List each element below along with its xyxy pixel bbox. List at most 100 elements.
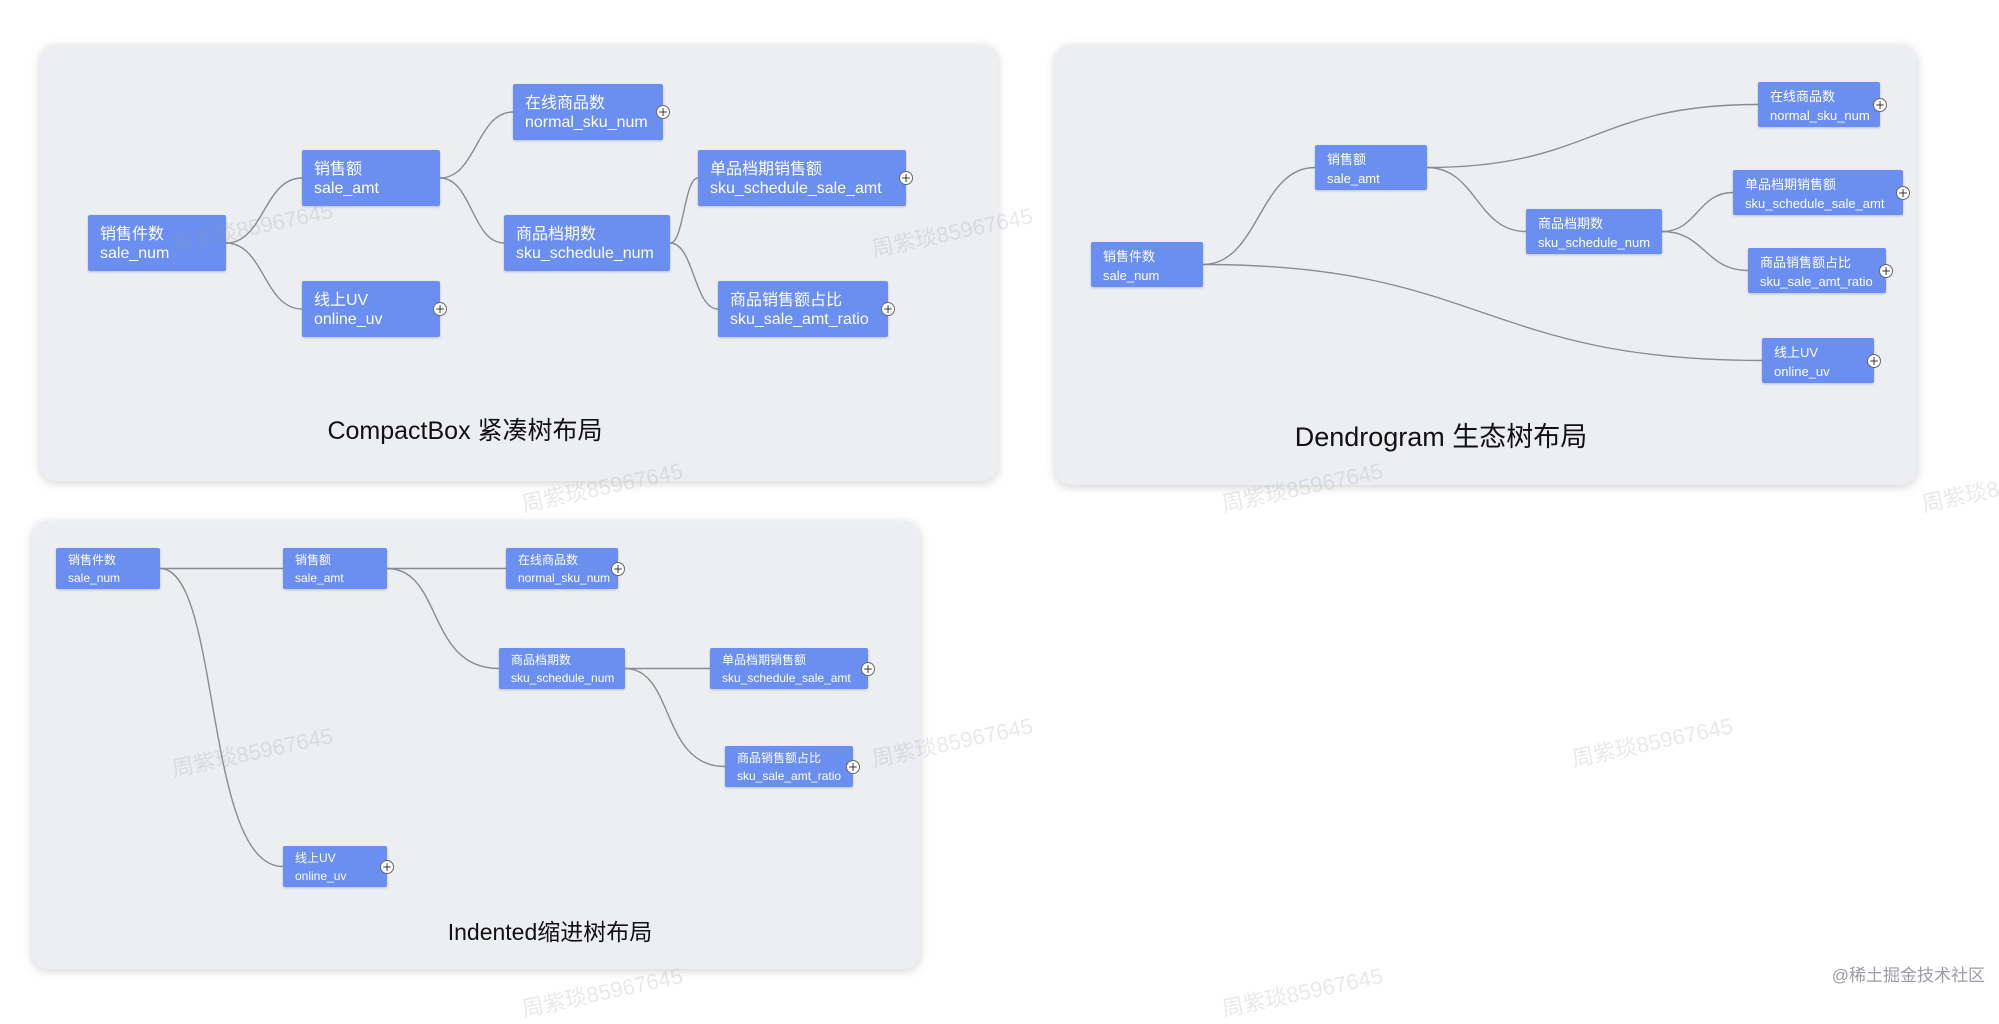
expand-plus-icon[interactable]: +: [899, 171, 913, 185]
node-label: 线上UV: [1774, 345, 1819, 360]
tree-link: [1661, 191, 1734, 233]
node-field-name: normal_sku_num: [518, 571, 611, 585]
node-field-name: sale_amt: [1327, 171, 1380, 186]
node-field-name: sku_sale_amt_ratio: [737, 769, 842, 783]
node-label: 在线商品数: [518, 553, 579, 567]
indented-links: [159, 567, 726, 868]
node-field-name: sale_num: [1103, 268, 1160, 283]
node-field-name: online_uv: [1774, 364, 1830, 379]
node-field-name: sale_num: [100, 245, 170, 262]
tree-link: [386, 567, 500, 670]
tree-node-online[interactable]: 在线商品数 normal_sku_num: [506, 548, 618, 589]
tree-node-single[interactable]: 单品档期销售额 sku_schedule_sale_amt: [698, 150, 906, 206]
tree-node-single[interactable]: 单品档期销售额 sku_schedule_sale_amt: [710, 648, 868, 689]
tree-node-single[interactable]: 单品档期销售额 sku_schedule_sale_amt: [1733, 170, 1903, 215]
node-field-name: online_uv: [295, 869, 347, 883]
tree-link: [225, 177, 303, 244]
node-label: 单品档期销售额: [710, 161, 823, 178]
tree-node-root[interactable]: 销售件数 sale_num: [88, 215, 226, 271]
tree-link: [1426, 166, 1527, 233]
node-field-name: normal_sku_num: [525, 114, 648, 131]
node-field-name: normal_sku_num: [1770, 108, 1870, 123]
node-label: 单品档期销售额: [1745, 177, 1837, 192]
expand-plus-icon[interactable]: +: [433, 302, 447, 316]
tree-node-schedule[interactable]: 商品档期数 sku_schedule_num: [504, 215, 670, 271]
node-field-name: sku_schedule_num: [516, 245, 654, 262]
footer-credit: @稀土掘金技术社区: [1831, 966, 1985, 985]
node-field-name: sale_num: [68, 571, 121, 585]
node-label: 商品销售额占比: [1760, 255, 1852, 270]
tree-link: [669, 177, 699, 244]
node-label: 销售额: [314, 161, 363, 178]
tree-node-root[interactable]: 销售件数 sale_num: [56, 548, 160, 589]
node-label: 线上UV: [314, 292, 369, 309]
dendrogram-caption: Dendrogram 生态树布局: [1294, 422, 1588, 452]
node-field-name: sale_amt: [314, 180, 379, 197]
expand-plus-icon[interactable]: +: [861, 661, 875, 676]
tree-link: [1202, 263, 1763, 362]
expand-plus-icon[interactable]: +: [1873, 97, 1887, 112]
dendrogram-tree-panel: Dendrogram 生态树布局 销售件数 sale_num 销售额 sale_amt…: [1055, 45, 1917, 485]
node-label: 销售件数: [100, 226, 165, 243]
compactbox-tree-panel: CompactBox 紧凑树布局 销售件数 sale_num 销售额 sale_amt…: [40, 45, 998, 481]
tree-link: [1202, 166, 1316, 266]
tree-node-sale-amt[interactable]: 销售额 sale_amt: [283, 548, 387, 589]
node-label: 销售件数: [1103, 249, 1156, 264]
expand-plus-icon[interactable]: +: [1896, 185, 1910, 200]
expand-plus-icon[interactable]: +: [1879, 263, 1893, 278]
expand-plus-icon[interactable]: +: [1867, 353, 1881, 368]
indented-tree-panel: Indented缩进树布局 销售件数 sale_num 销售额 sale_amt 在线商…: [32, 521, 920, 969]
node-field-name: sku_schedule_num: [1538, 235, 1651, 250]
tree-node-ratio[interactable]: 商品销售额占比 sku_sale_amt_ratio: [725, 746, 853, 787]
tree-node-online[interactable]: 在线商品数 normal_sku_num: [513, 84, 663, 140]
node-field-name: sale_amt: [295, 571, 344, 585]
node-field-name: sku_schedule_sale_amt: [710, 180, 882, 197]
expand-plus-icon[interactable]: +: [846, 759, 860, 774]
node-label: 商品档期数: [516, 226, 597, 243]
tree-link: [159, 567, 284, 868]
node-label: 商品档期数: [1538, 216, 1604, 231]
compactbox-caption: CompactBox 紧凑树布局: [327, 417, 603, 445]
tree-link: [1426, 103, 1759, 169]
watermark: 周紫琰85967645: [1219, 963, 1386, 1022]
node-field-name: online_uv: [314, 311, 383, 328]
node-label: 商品销售额占比: [737, 751, 822, 765]
node-field-name: sku_sale_amt_ratio: [1760, 274, 1873, 289]
node-label: 在线商品数: [1770, 89, 1836, 104]
tree-node-uv[interactable]: 线上UV online_uv: [1762, 338, 1874, 383]
expand-plus-icon[interactable]: +: [611, 561, 625, 576]
tree-node-online[interactable]: 在线商品数 normal_sku_num: [1758, 82, 1880, 127]
node-label: 单品档期销售额: [722, 653, 807, 667]
expand-plus-icon[interactable]: +: [380, 859, 394, 874]
tree-node-ratio[interactable]: 商品销售额占比 sku_sale_amt_ratio: [1748, 248, 1886, 293]
indented-caption: Indented缩进树布局: [447, 919, 653, 945]
node-label: 销售件数: [68, 553, 117, 567]
tree-link: [1661, 230, 1749, 272]
watermark: 周紫琰85967645: [1569, 713, 1736, 772]
tree-node-schedule[interactable]: 商品档期数 sku_schedule_num: [1526, 209, 1662, 254]
node-label: 线上UV: [295, 851, 336, 865]
node-label: 销售额: [295, 553, 332, 567]
tree-node-uv[interactable]: 线上UV online_uv: [283, 846, 387, 887]
node-field-name: sku_schedule_num: [511, 671, 615, 685]
expand-plus-icon[interactable]: +: [881, 302, 895, 316]
tree-link: [669, 242, 719, 310]
node-field-name: sku_schedule_sale_amt: [1745, 196, 1885, 211]
node-label: 销售额: [1327, 152, 1367, 167]
node-field-name: sku_schedule_sale_amt: [722, 671, 851, 685]
node-label: 商品销售额占比: [730, 292, 843, 309]
tree-link: [225, 242, 303, 310]
node-label: 在线商品数: [525, 95, 606, 112]
tree-node-sale-amt[interactable]: 销售额 sale_amt: [1315, 145, 1427, 190]
tree-link: [439, 111, 514, 179]
tree-node-root[interactable]: 销售件数 sale_num: [1091, 242, 1203, 287]
node-field-name: sku_sale_amt_ratio: [730, 311, 869, 328]
expand-plus-icon[interactable]: +: [656, 105, 670, 119]
tree-node-sale-amt[interactable]: 销售额 sale_amt: [302, 150, 440, 206]
node-label: 商品档期数: [511, 653, 572, 667]
tree-node-uv[interactable]: 线上UV online_uv: [302, 281, 440, 337]
tree-node-ratio[interactable]: 商品销售额占比 sku_sale_amt_ratio: [718, 281, 888, 337]
tree-link: [439, 177, 505, 244]
tree-node-schedule[interactable]: 商品档期数 sku_schedule_num: [499, 648, 625, 689]
watermark: 周紫琰85967645: [1919, 458, 1999, 517]
